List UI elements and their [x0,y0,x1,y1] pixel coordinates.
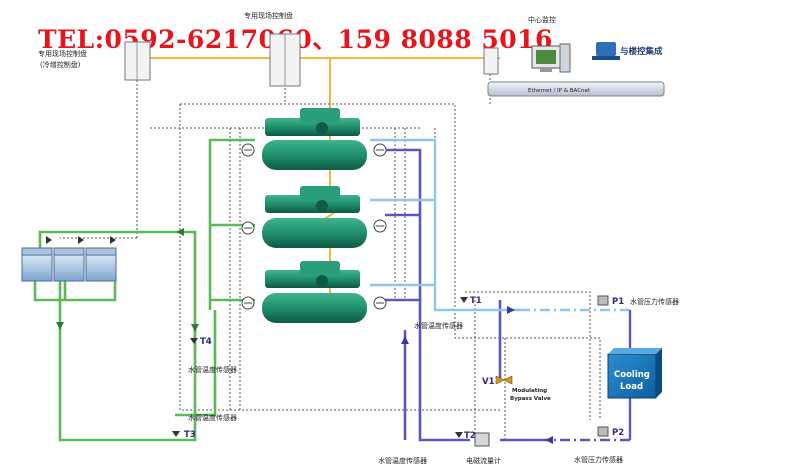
bypass-valve-label-1: Modulating [512,388,547,394]
temp-sensor-t2-label: 水管温度传感器 [378,456,427,465]
main-panel-label: 专用现场控制盘 [244,11,293,20]
pressure-sensor-icons [597,295,609,437]
cooling-load-box [607,348,662,399]
temp-sensor-t4-label: 水管温度传感器 [188,365,237,374]
cooling-towers [21,247,117,282]
tower-valves [46,236,116,244]
condenser-water-pipes [33,138,255,442]
bypass-valve-label-2: Bypass Valve [510,396,551,402]
workstation-label: 中心监控 [528,15,556,24]
network-bar [487,81,665,97]
chiller-panel-label-2: (冷增控制盘) [40,60,81,69]
temp-sensor-icons [172,297,468,438]
chiller-3 [262,261,367,323]
p1-label: P1 [612,297,624,307]
flow-arrows-green [56,228,199,332]
chiller-1 [262,108,367,170]
t2-label: T2 [464,431,476,441]
network-panel [483,47,499,75]
chilled-water-pipes [370,138,632,442]
pressure-sensor-p1-label: 水管压力传感器 [630,297,679,306]
cooling-load-label-1: Cooling [614,370,650,380]
integration-icon [592,42,620,60]
chiller-control-panel [124,41,151,81]
v1-label: V1 [482,377,495,387]
chiller-panel-label-1: 专用现场控制盘 [38,49,87,58]
cooling-load-label-2: Load [620,382,643,392]
flow-meter-icon [474,432,490,447]
p2-label: P2 [612,428,624,438]
flow-arrows-blue [401,306,553,444]
computer-icon [531,43,571,73]
integration-label: 与楼控集成 [620,46,663,57]
pump-marks [244,149,384,304]
t4-label: T4 [200,337,212,347]
pressure-sensor-p2-label: 水管压力传感器 [574,455,623,464]
chiller-2 [262,186,367,248]
flow-meter-label: 电磁流量计 [466,456,501,465]
t3-label: T3 [184,430,196,440]
main-control-panel [269,33,301,87]
temp-sensor-t1-label: 水管温度传感器 [414,321,463,330]
network-bar-label: Ethernet / IP & BACnet [528,88,591,94]
t1-label: T1 [470,296,482,306]
bypass-valve-icon [495,375,513,385]
temp-sensor-t3-label: 水管温度传感器 [188,413,237,422]
